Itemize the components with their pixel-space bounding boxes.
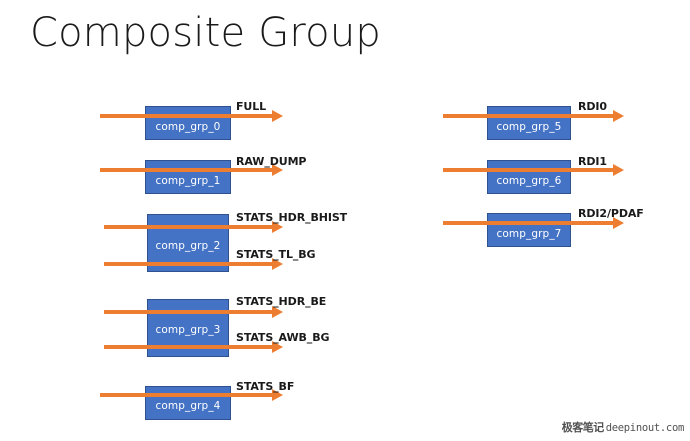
signal-arrow-head — [613, 110, 624, 122]
signal-arrow-head — [613, 164, 624, 176]
signal-label: STATS_TL_BG — [236, 248, 316, 261]
group-box-label: comp_grp_1 — [155, 175, 221, 187]
group-box-comp_grp_1[interactable]: comp_grp_1 — [145, 160, 231, 194]
watermark-brand: 极客笔记 — [561, 421, 605, 434]
signal-label: STATS_HDR_BHIST — [236, 211, 348, 224]
signal-arrow-head — [272, 221, 283, 233]
signal-arrow-segment — [487, 168, 573, 172]
signal-label: RAW_DUMP — [236, 155, 307, 168]
signal-label: RDI0 — [578, 100, 607, 113]
group-box-comp_grp_7[interactable]: comp_grp_7 — [487, 213, 571, 247]
signal-arrow-segment — [145, 393, 233, 397]
signal-label: RDI2/PDAF — [578, 207, 644, 220]
group-box-label: comp_grp_5 — [496, 121, 562, 133]
signal-arrow-segment — [147, 262, 231, 266]
signal-arrow-segment — [147, 345, 231, 349]
signal-arrow-head — [272, 306, 283, 318]
signal-arrow-segment — [487, 114, 573, 118]
signal-arrow-head — [272, 389, 283, 401]
signal-arrow-segment — [145, 114, 233, 118]
signal-arrow-head — [613, 217, 624, 229]
signal-label: STATS_BF — [236, 380, 295, 393]
page-title: Composite Group — [30, 10, 381, 56]
group-box-label: comp_grp_2 — [155, 239, 221, 252]
signal-arrow-head — [272, 341, 283, 353]
group-box-label: comp_grp_6 — [496, 175, 562, 187]
signal-arrow-head — [272, 110, 283, 122]
group-box-comp_grp_4[interactable]: comp_grp_4 — [145, 386, 231, 420]
group-box-comp_grp_0[interactable]: comp_grp_0 — [145, 106, 231, 140]
signal-arrow-segment — [147, 225, 231, 229]
signal-label: STATS_AWB_BG — [236, 331, 330, 344]
group-box-label: comp_grp_3 — [155, 323, 221, 336]
signal-arrow-head — [272, 164, 283, 176]
watermark: 极客笔记 deepinout.com — [561, 419, 685, 435]
group-box-label: comp_grp_0 — [155, 121, 221, 133]
signal-label: RDI1 — [578, 155, 607, 168]
group-box-label: comp_grp_4 — [155, 400, 221, 412]
group-box-label: comp_grp_7 — [496, 228, 562, 240]
signal-arrow-head — [272, 258, 283, 270]
group-box-comp_grp_6[interactable]: comp_grp_6 — [487, 160, 571, 194]
signal-arrow-segment — [147, 310, 231, 314]
signal-arrow-segment — [487, 221, 573, 225]
signal-label: STATS_HDR_BE — [236, 295, 327, 308]
signal-label: FULL — [236, 100, 267, 113]
group-box-comp_grp_5[interactable]: comp_grp_5 — [487, 106, 571, 140]
watermark-url: deepinout.com — [605, 422, 685, 434]
signal-arrow-segment — [145, 168, 233, 172]
